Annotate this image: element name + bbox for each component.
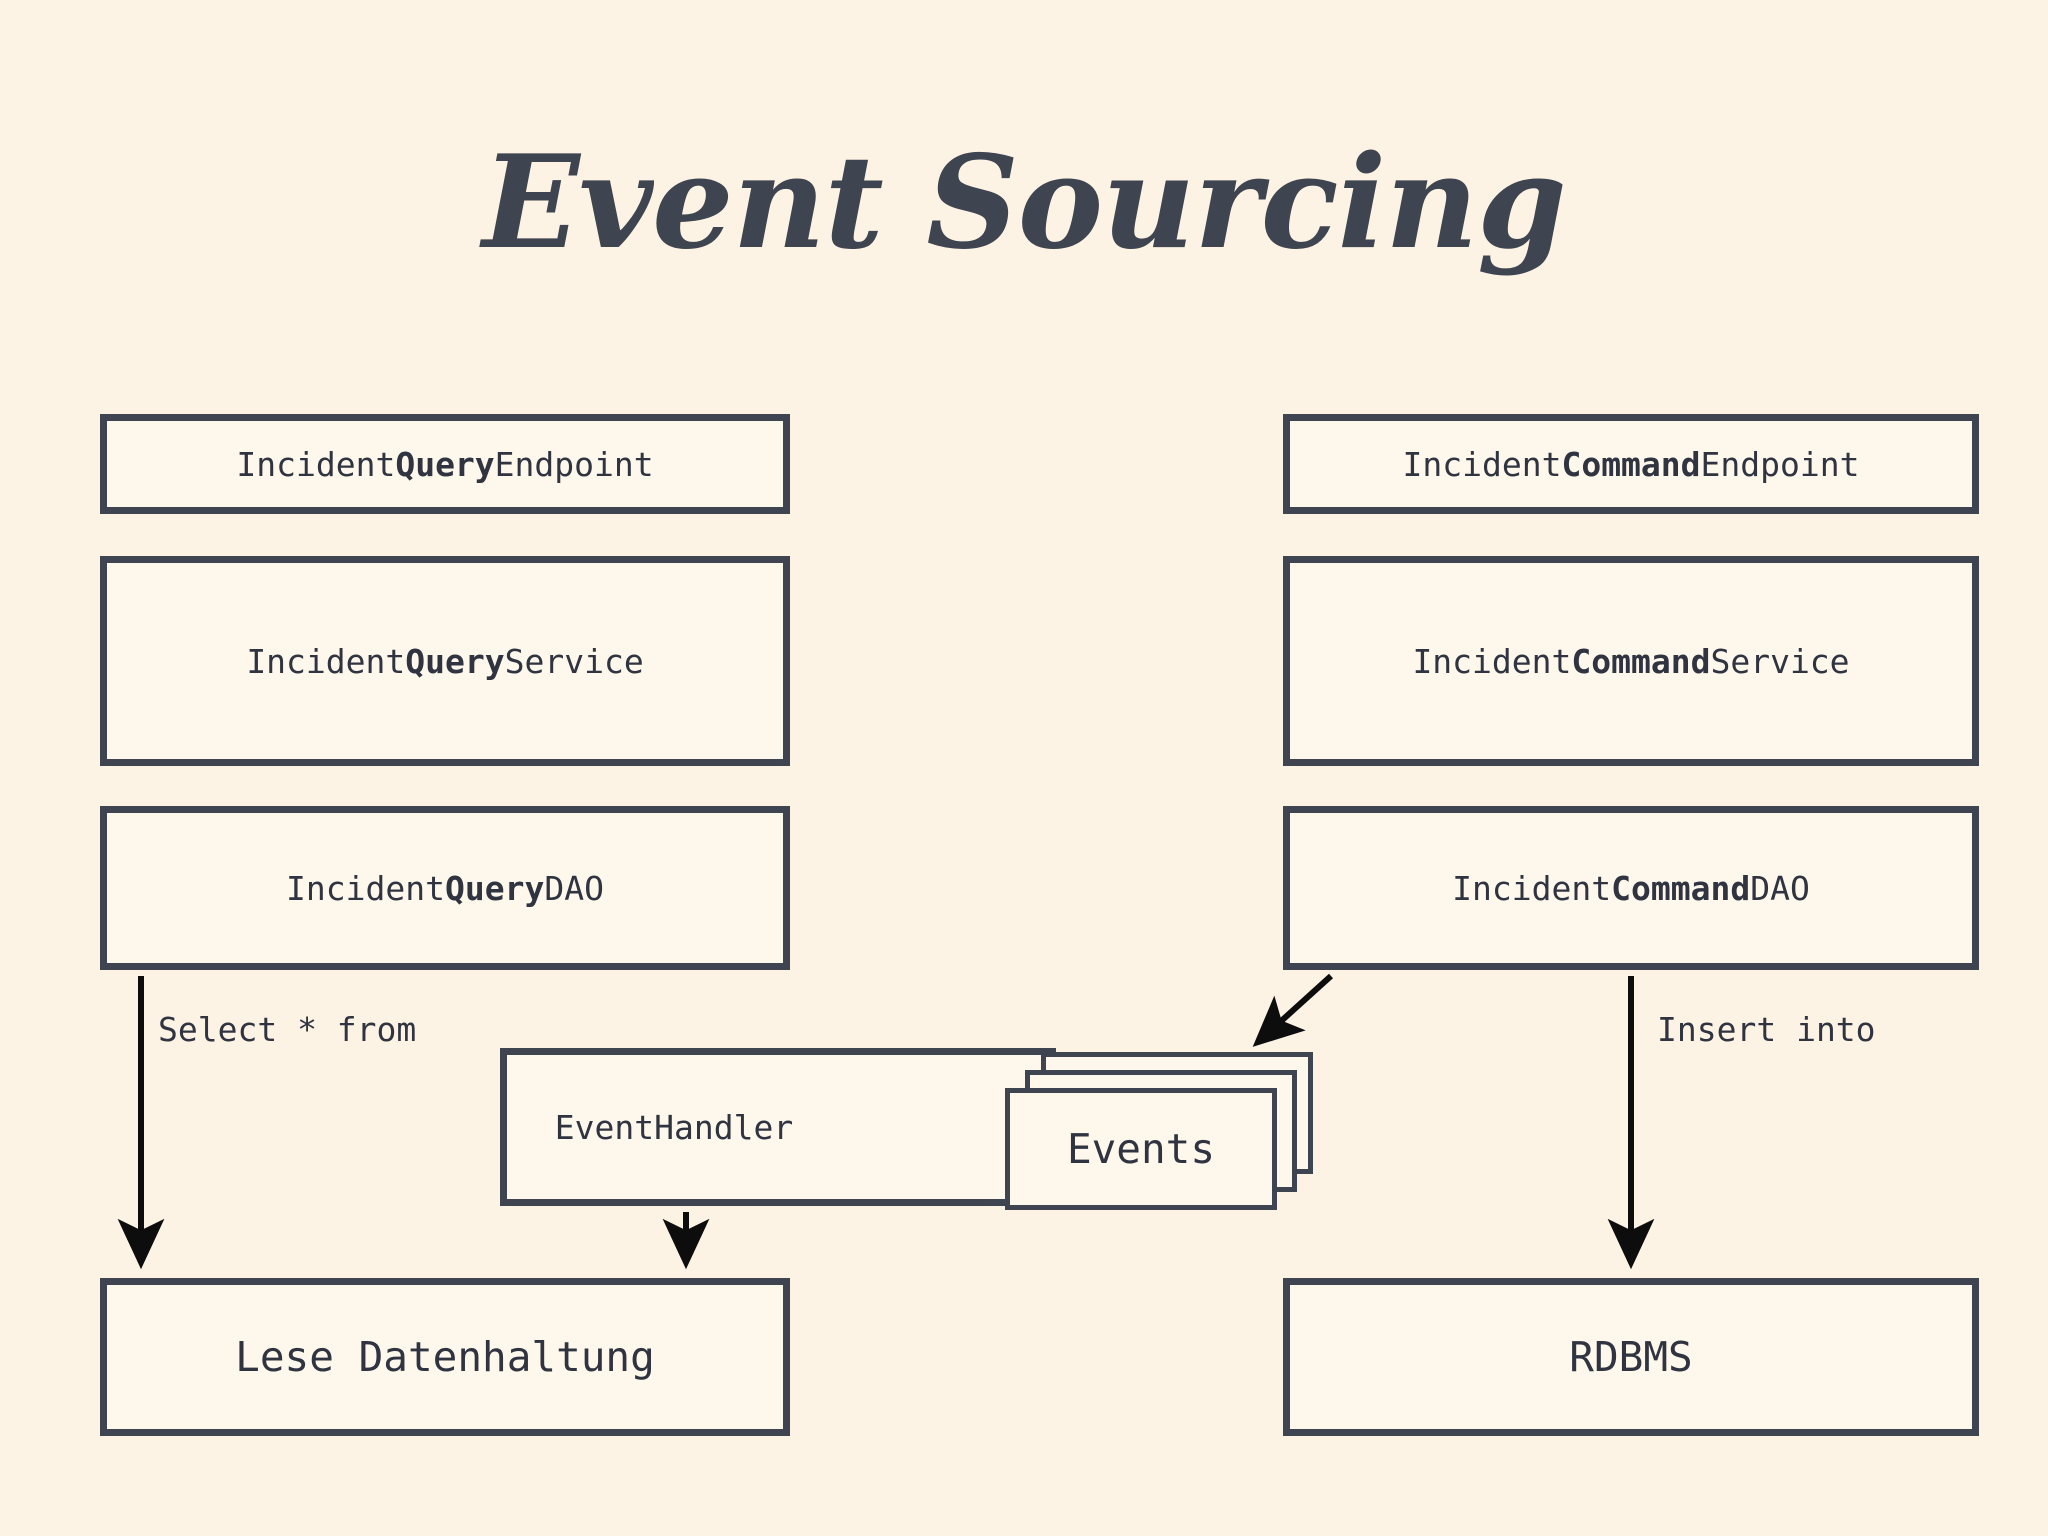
box-label: IncidentQueryEndpoint — [236, 445, 653, 484]
arrow-publish-events — [1252, 973, 1334, 1047]
box-label: IncidentQueryService — [246, 642, 643, 681]
label-suffix: Endpoint — [494, 444, 654, 484]
label-prefix: Incident — [246, 641, 406, 681]
events-label: Events — [1066, 1125, 1216, 1173]
label-emphasis: Query — [445, 868, 545, 908]
label-suffix: DAO — [1750, 868, 1810, 908]
label-suffix: DAO — [544, 868, 604, 908]
box-rdbms[interactable]: RDBMS — [1283, 1278, 1979, 1436]
box-incident-query-dao[interactable]: IncidentQueryDAO — [100, 806, 790, 970]
label-emphasis: Command — [1611, 868, 1751, 908]
box-event-handler[interactable]: EventHandler — [500, 1048, 1056, 1206]
label-prefix: Incident — [286, 868, 445, 908]
label-emphasis: Command — [1571, 641, 1711, 681]
box-label: IncidentQueryDAO — [286, 869, 604, 908]
box-incident-query-service[interactable]: IncidentQueryService — [100, 556, 790, 766]
box-label: IncidentCommandEndpoint — [1403, 445, 1860, 484]
box-label: RDBMS — [1569, 1333, 1693, 1381]
box-label: IncidentCommandService — [1412, 642, 1849, 681]
page-title: Event Sourcing — [482, 128, 1567, 278]
label-emphasis: Command — [1561, 444, 1701, 484]
label-emphasis: Query — [405, 641, 505, 681]
edge-label-insert-into: Insert into — [1657, 1010, 1876, 1049]
label-suffix: Endpoint — [1700, 444, 1860, 484]
label-suffix: Service — [1710, 641, 1850, 681]
label-prefix: Incident — [1402, 444, 1562, 484]
box-incident-command-dao[interactable]: IncidentCommandDAO — [1283, 806, 1979, 970]
label-emphasis: Query — [395, 444, 495, 484]
box-label: EventHandler — [554, 1107, 794, 1147]
label-prefix: Incident — [1412, 641, 1572, 681]
label-prefix: Incident — [236, 444, 396, 484]
label-suffix: Service — [504, 641, 644, 681]
events-card-front[interactable]: Events — [1005, 1088, 1277, 1210]
box-incident-query-endpoint[interactable]: IncidentQueryEndpoint — [100, 414, 790, 514]
box-incident-command-service[interactable]: IncidentCommandService — [1283, 556, 1979, 766]
box-incident-command-endpoint[interactable]: IncidentCommandEndpoint — [1283, 414, 1979, 514]
box-label: IncidentCommandDAO — [1452, 869, 1810, 908]
label-prefix: Incident — [1452, 868, 1612, 908]
box-label: Lese Datenhaltung — [235, 1333, 655, 1381]
edge-label-select-from: Select * from — [158, 1010, 417, 1049]
box-lese-datenhaltung[interactable]: Lese Datenhaltung — [100, 1278, 790, 1436]
